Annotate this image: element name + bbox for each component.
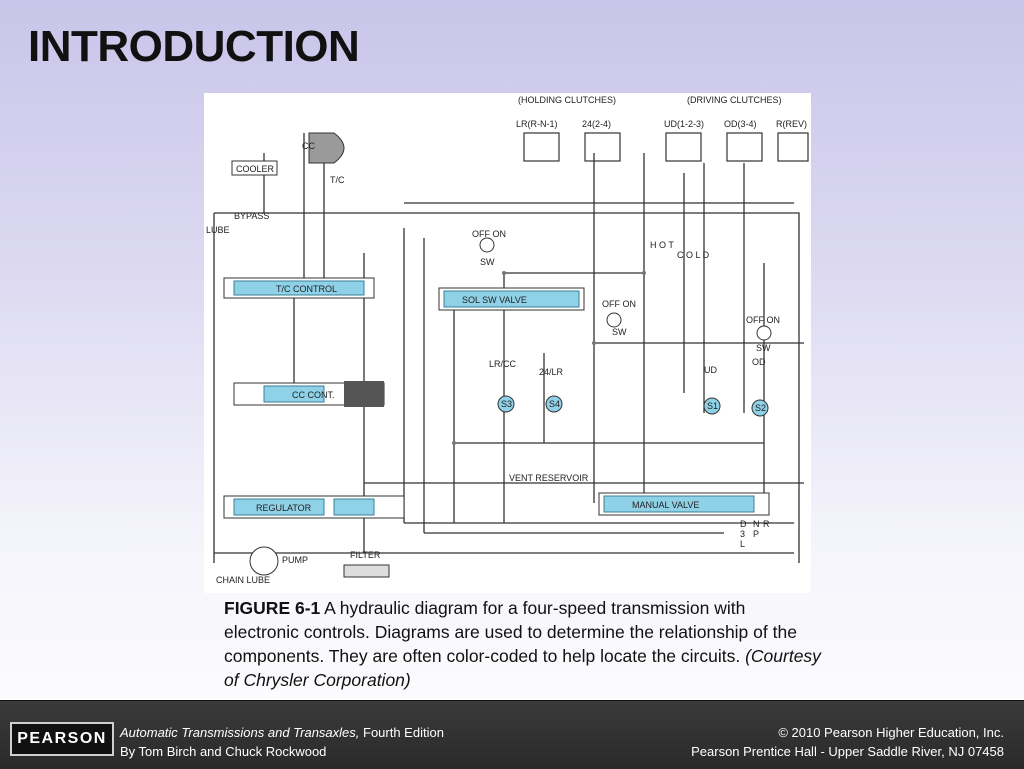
label-bypass: BYPASS: [234, 211, 269, 221]
footer-left: Automatic Transmissions and Transaxles, …: [120, 723, 444, 761]
label-s1: S1: [707, 401, 718, 411]
label-pos-l: L: [740, 539, 745, 549]
label-lr24: 24/LR: [539, 367, 564, 377]
cc-control-spring: [344, 381, 384, 407]
label-lrcc: LR/CC: [489, 359, 517, 369]
label-pump: PUMP: [282, 555, 308, 565]
torque-converter-shape: [308, 132, 345, 164]
label-pos-n: N: [753, 519, 760, 529]
label-cooler: COOLER: [236, 164, 275, 174]
pump-circle: [249, 546, 279, 576]
label-sw-3: SW: [756, 343, 771, 353]
label-offon-3: OFF ON: [746, 315, 780, 325]
manual-valve-spool: [603, 495, 755, 513]
label-ud: UD(1-2-3): [664, 119, 704, 129]
label-cc: CC: [302, 141, 315, 151]
slide-title: INTRODUCTION: [28, 22, 360, 71]
label-cold: C O L D: [677, 250, 710, 260]
footer-authors: By Tom Birch and Chuck Rockwood: [120, 744, 327, 759]
label-pos-r: R: [763, 519, 770, 529]
label-rev: R(REV): [776, 119, 807, 129]
label-tc-control: T/C CONTROL: [276, 284, 337, 294]
label-pos-d: D: [740, 519, 747, 529]
label-cc-cont: CC CONT.: [292, 390, 335, 400]
label-sw-2: SW: [612, 327, 627, 337]
solenoid-s3: [497, 395, 515, 413]
label-filter: FILTER: [350, 550, 381, 560]
label-offon-1: OFF ON: [472, 229, 506, 239]
footer-book-line: Automatic Transmissions and Transaxles, …: [120, 723, 444, 742]
switch-3: [756, 325, 772, 341]
solenoid-s4: [545, 395, 563, 413]
label-regulator: REGULATOR: [256, 503, 312, 513]
footer-bar: PEARSON Automatic Transmissions and Tran…: [0, 700, 1024, 769]
label-od-sol: OD: [752, 357, 766, 367]
label-offon-2: OFF ON: [602, 299, 636, 309]
label-manual: MANUAL VALVE: [632, 500, 699, 510]
label-pos-3: 3: [740, 529, 745, 539]
regulator-spool: [233, 498, 325, 516]
switch-2: [606, 312, 622, 328]
hydraulic-diagram-figure: (HOLDING CLUTCHES) (DRIVING CLUTCHES) LR…: [204, 93, 811, 593]
caption-credit: (Courtesy of Chrysler Corporation): [224, 646, 821, 690]
footer-book-title: Automatic Transmissions and Transaxles,: [120, 725, 360, 740]
label-tc: T/C: [330, 175, 345, 185]
label-sw-1: SW: [480, 257, 495, 267]
solenoid-s2: [751, 399, 769, 417]
label-driving: (DRIVING CLUTCHES): [687, 95, 782, 105]
cooler-box: [231, 160, 278, 176]
label-holding: (HOLDING CLUTCHES): [518, 95, 616, 105]
footer-copyright: © 2010 Pearson Higher Education, Inc.: [778, 725, 1004, 740]
label-s2: S2: [755, 403, 766, 413]
label-24: 24(2-4): [582, 119, 611, 129]
label-s4: S4: [549, 399, 560, 409]
tc-control-spool: [233, 280, 365, 296]
pearson-logo: PEARSON: [10, 722, 114, 756]
label-lube: LUBE: [206, 225, 230, 235]
filter-box: [343, 564, 390, 578]
cc-control-spool: [263, 385, 325, 403]
sol-sw-valve-spool: [443, 290, 580, 308]
label-lr: LR(R-N-1): [516, 119, 558, 129]
footer-right: © 2010 Pearson Higher Education, Inc. Pe…: [691, 723, 1004, 761]
label-ud-sol: UD: [704, 365, 717, 375]
label-chain-lube: CHAIN LUBE: [216, 575, 270, 585]
hydraulic-diagram: (HOLDING CLUTCHES) (DRIVING CLUTCHES) LR…: [206, 95, 809, 585]
label-od: OD(3-4): [724, 119, 757, 129]
caption-text: A hydraulic diagram for a four-speed tra…: [224, 598, 797, 666]
figure-caption: FIGURE 6-1 A hydraulic diagram for a fou…: [224, 596, 824, 692]
solenoid-s1: [703, 397, 721, 415]
label-hot: H O T: [650, 240, 674, 250]
switch-1: [479, 237, 495, 253]
footer-publisher: Pearson Prentice Hall - Upper Saddle Riv…: [691, 744, 1004, 759]
label-vent: VENT RESERVOIR: [509, 473, 589, 483]
figure-number: FIGURE 6-1: [224, 598, 321, 618]
label-sol-sw: SOL SW VALVE: [462, 295, 527, 305]
footer-edition: Fourth Edition: [359, 725, 444, 740]
label-pos-p: P: [753, 529, 759, 539]
label-s3: S3: [501, 399, 512, 409]
